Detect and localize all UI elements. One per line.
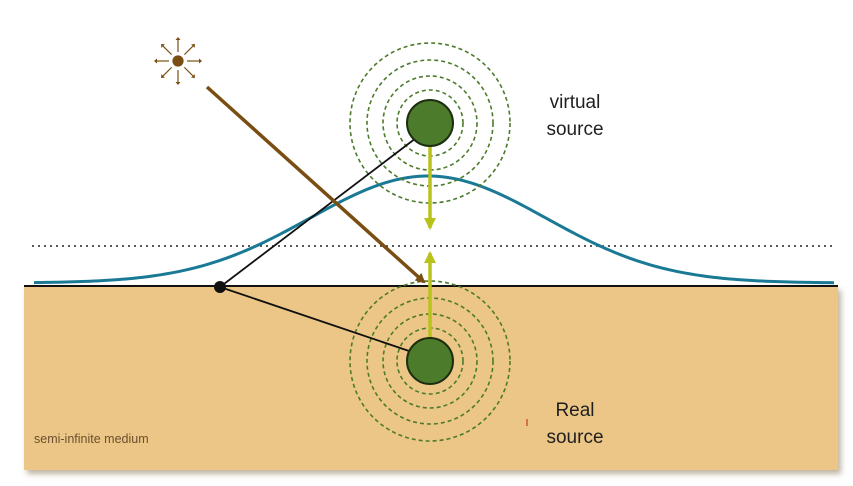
path-to-virtual-source xyxy=(219,134,421,288)
virtual-source-label-line1: virtual xyxy=(549,92,601,113)
real-source-label: Real source xyxy=(530,397,620,451)
virtual-source xyxy=(406,99,454,147)
real-source-label-line2: source xyxy=(546,427,604,448)
incident-beam-arrow xyxy=(205,85,426,284)
path-to-real-source xyxy=(219,286,413,353)
real-source-label-line1: Real xyxy=(555,400,595,421)
virtual-source-label: virtual source xyxy=(530,89,620,143)
fluence-profile-curve xyxy=(33,174,835,285)
real-source xyxy=(406,337,454,385)
sun-burst-icon xyxy=(154,37,202,85)
virtual-source-label-line2: source xyxy=(546,119,604,140)
medium-label: semi-infinite medium xyxy=(34,432,149,446)
detector-point xyxy=(214,281,226,293)
